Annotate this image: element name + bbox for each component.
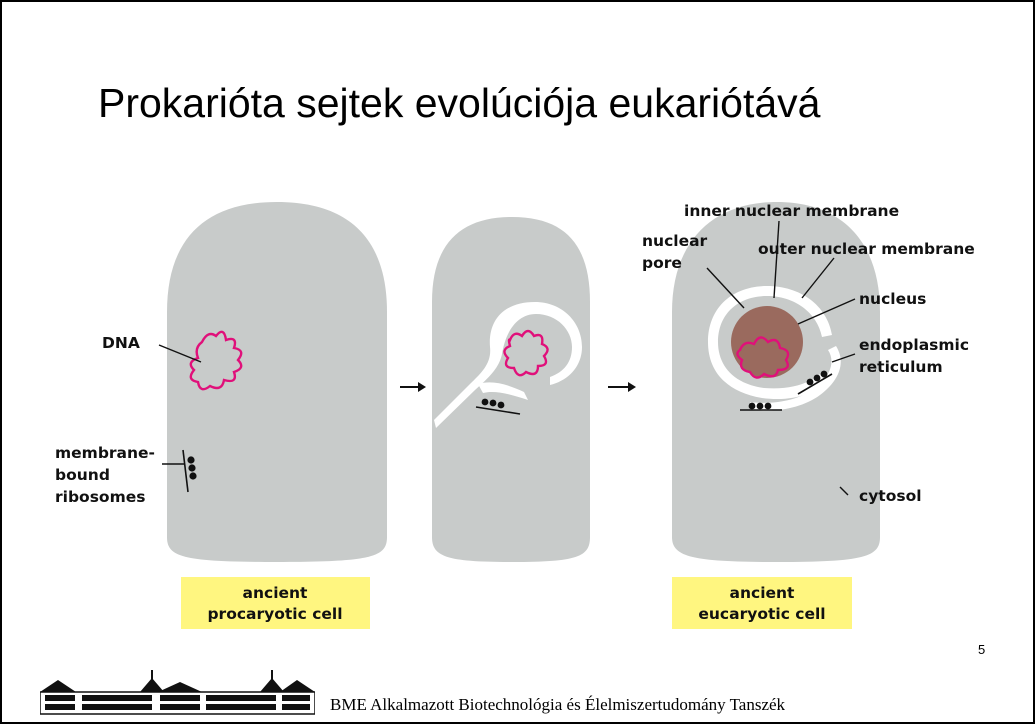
caption-procaryotic-line2: procaryotic cell <box>207 605 342 623</box>
inner-nuclear-membrane-label: inner nuclear membrane <box>684 202 899 220</box>
endoplasmic-reticulum-label-2: reticulum <box>859 358 943 376</box>
membrane-bound-label-1: membrane- <box>55 444 155 462</box>
caption-eucaryotic-line1: ancient <box>730 584 796 602</box>
arrow-right-icon <box>400 382 426 392</box>
footer-text: BME Alkalmazott Biotechnológia és Élelmi… <box>330 695 785 715</box>
procaryotic-cell <box>167 202 387 562</box>
page-number: 5 <box>978 642 985 657</box>
nuclear-pore-label-2: pore <box>642 254 682 272</box>
bme-building-logo <box>40 670 315 716</box>
membrane-bound-label-2: bound <box>55 466 110 484</box>
dna-label: DNA <box>102 334 140 352</box>
endoplasmic-reticulum-label-1: endoplasmic <box>859 336 969 354</box>
caption-procaryotic-line1: ancient <box>243 584 309 602</box>
nuclear-pore-label-1: nuclear <box>642 232 708 250</box>
arrow-right-icon <box>608 382 636 392</box>
nucleus-label: nucleus <box>859 290 926 308</box>
cytosol-label: cytosol <box>859 487 922 505</box>
outer-nuclear-membrane-label: outer nuclear membrane <box>758 240 975 258</box>
caption-eucaryotic-line2: eucaryotic cell <box>698 605 825 623</box>
membrane-bound-label-3: ribosomes <box>55 488 145 506</box>
